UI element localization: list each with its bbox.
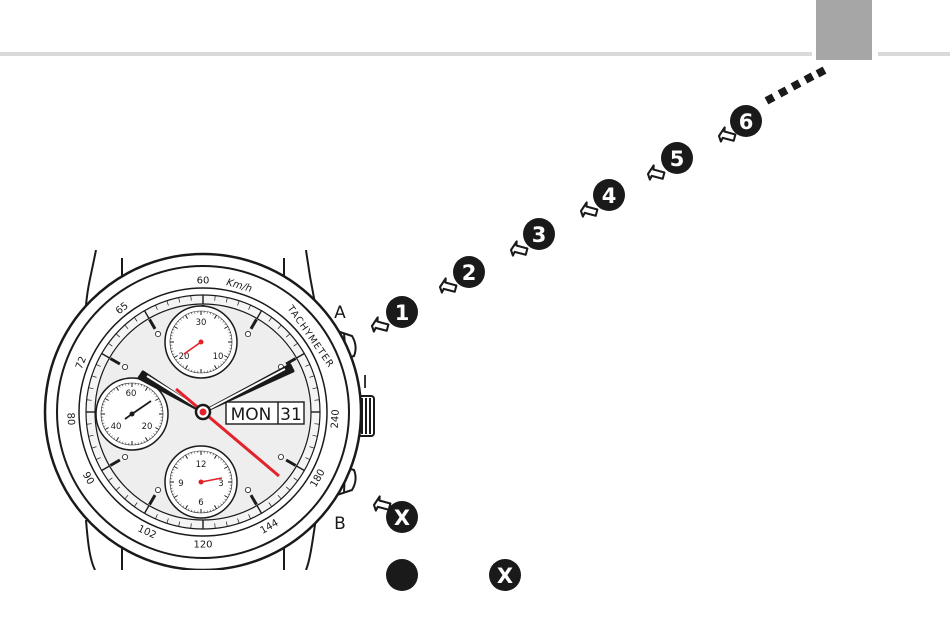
subdial-top-label-30: 30 [196,318,207,328]
x-badge-bottom: X [489,559,521,591]
step-1-number: 1 [395,301,410,325]
dial-dot [155,331,160,336]
blank-badge [386,559,418,591]
step-4: 4 [593,179,625,211]
watch: 60 65 72 80 90 102 120 144 180 240 Km/h … [45,250,374,570]
x-badge-bottom-label: X [497,564,513,588]
step-2-number: 2 [462,261,477,285]
dial-dot [245,331,250,336]
step-5-number: 5 [670,147,685,171]
pusher-a-label: A [334,303,346,323]
step-5: 5 [661,142,693,174]
bezel-label-60: 60 [197,276,210,287]
crown-position-label: I [362,372,367,393]
subdial-bottom: 12 3 6 9 [165,446,237,518]
bezel-label-240: 240 [330,409,342,429]
subdial-bottom-label-12: 12 [196,460,207,470]
dial-dot [245,487,250,492]
step-1: 1 [386,296,418,328]
subdial-top: 30 10 20 [165,306,237,378]
day-date-window: MON 31 [226,402,304,425]
subdial-bottom-label-9: 9 [178,479,183,489]
dial-dot [278,454,283,459]
press-arrows [369,125,738,516]
dial-dot [155,487,160,492]
page-tab [816,0,872,60]
step-6-number: 6 [739,110,754,134]
day-display: MON [231,405,272,425]
pusher-b-label: B [334,514,346,534]
continuation-dashes [765,67,827,105]
x-badge-b: X [386,501,418,533]
dial-dot [122,454,127,459]
x-badge-b-label: X [394,506,410,530]
subdial-bottom-label-3: 3 [218,479,223,489]
subdial-left-label-20: 20 [142,422,153,432]
step-2: 2 [453,256,485,288]
header-rule-right [878,52,950,56]
dial-dot [122,364,127,369]
step-6: 6 [730,105,762,137]
bezel-label-120: 120 [193,540,212,551]
step-3: 3 [523,218,555,250]
step-4-number: 4 [602,184,617,208]
subdial-left-label-40: 40 [111,422,122,432]
bezel-label-80: 80 [64,412,76,425]
subdial-left-label-60: 60 [126,389,137,399]
header-rule-left [0,52,812,56]
step-3-number: 3 [532,223,547,247]
subdial-top-label-10: 10 [213,352,224,362]
subdial-bottom-label-6: 6 [198,498,203,508]
date-display: 31 [280,405,302,425]
